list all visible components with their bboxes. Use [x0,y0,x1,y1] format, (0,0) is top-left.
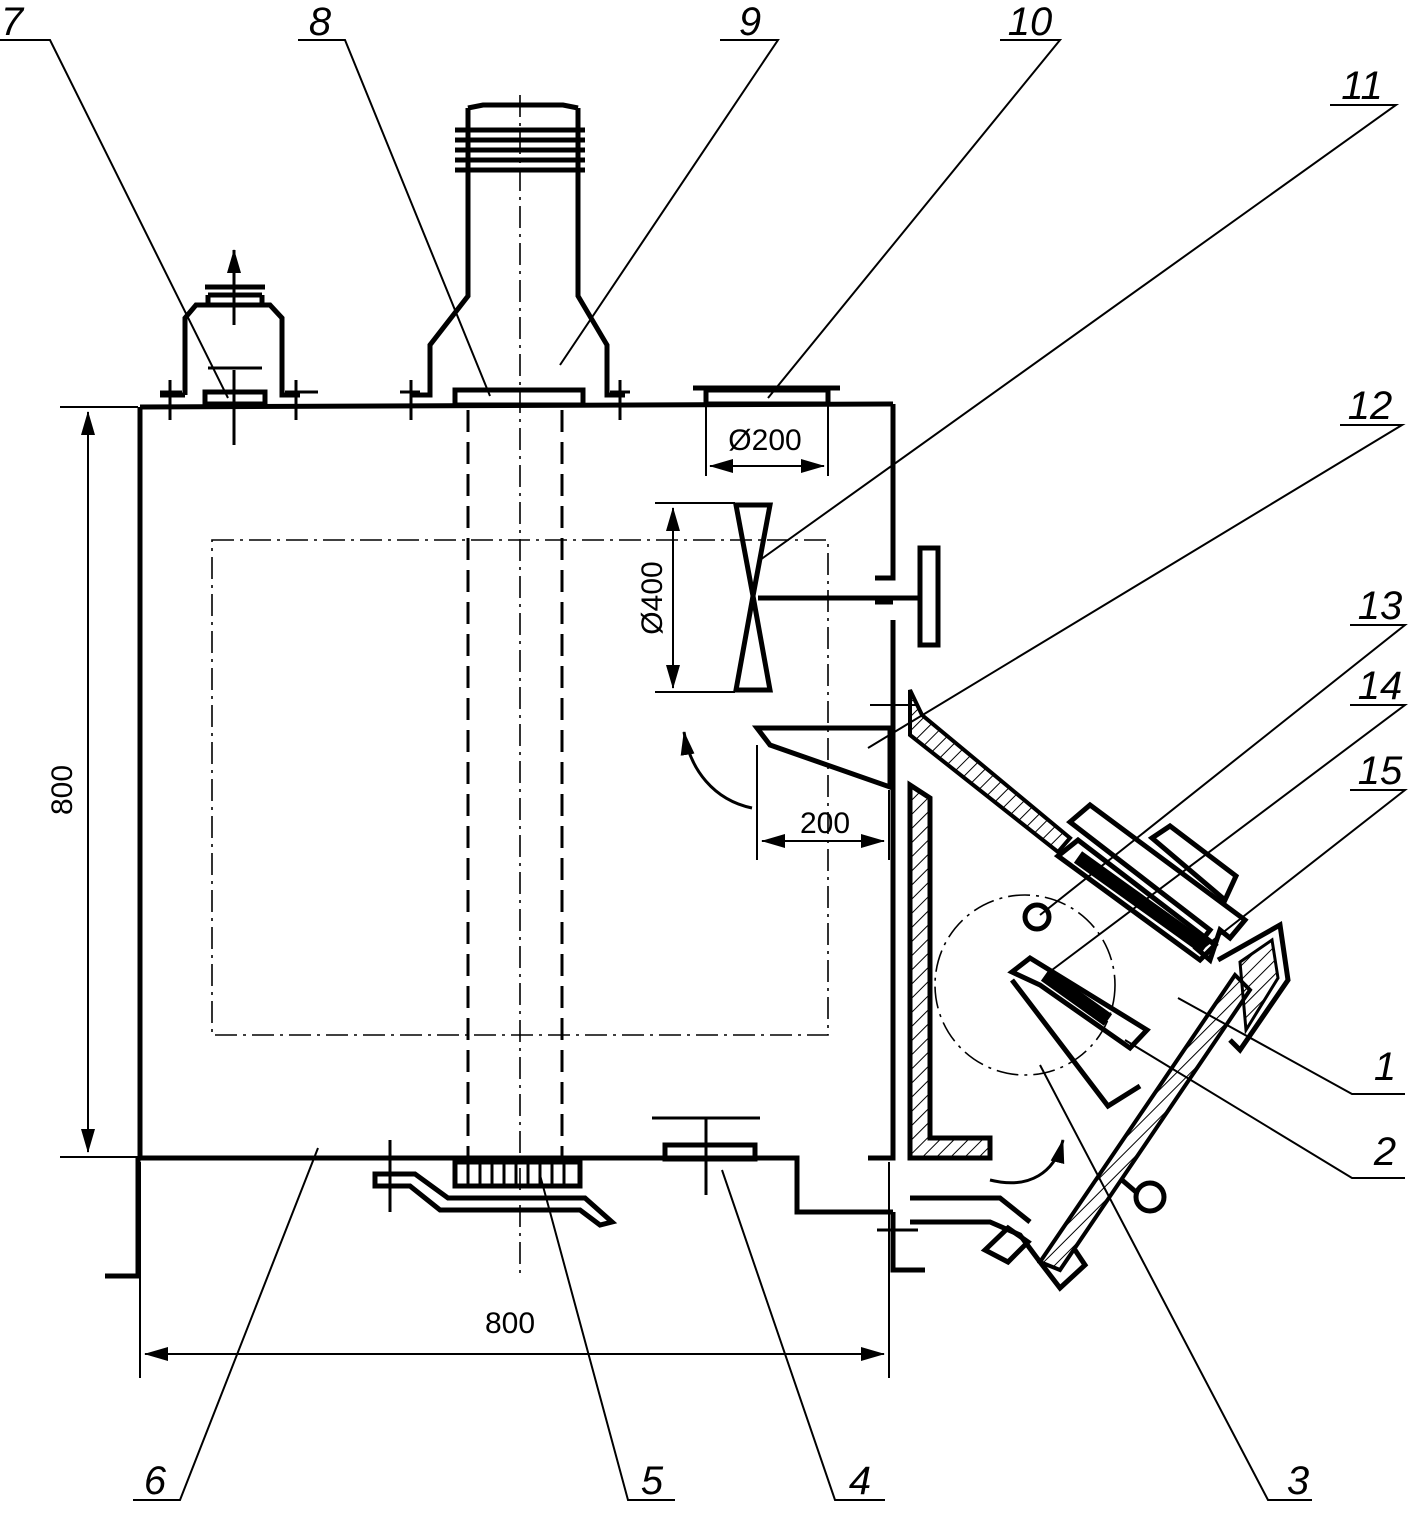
air-deflector [680,725,893,860]
leader-lines [0,39,1408,1501]
callout-2: 2 [1373,1130,1396,1174]
callout-14: 14 [1358,664,1403,708]
deflector-width-label: 200 [800,807,850,840]
fan-diameter-label: Ø400 [636,561,669,634]
bottom-fittings [372,1116,918,1232]
callout-10: 10 [1008,0,1053,44]
callout-1: 1 [1374,1045,1396,1089]
callout-7: 7 [1,0,25,44]
damper-plate [452,387,586,408]
height-dimension-label: 800 [46,765,79,815]
callout-13: 13 [1358,584,1403,628]
callout-9: 9 [739,0,761,44]
callout-6: 6 [144,1459,167,1503]
drain-fitting [662,1142,758,1162]
overall-dimensions [60,406,890,1378]
fan-impeller [655,502,941,693]
callout-4: 4 [849,1459,871,1503]
callout-5: 5 [641,1459,664,1503]
insulated-panel [907,780,993,1161]
exhaust-nozzle [400,102,630,420]
width-dimension-label: 800 [485,1307,535,1340]
sloped-housing [908,689,1291,1292]
outlet-port [693,385,840,476]
exhaust-valve [160,249,318,445]
callout-8: 8 [309,0,332,44]
outlet-diameter-label: Ø200 [728,424,801,457]
callout-11: 11 [1341,64,1383,108]
callout-15: 15 [1358,749,1403,793]
callout-12: 12 [1348,384,1393,428]
shaft-hidden-lines [466,95,564,1275]
callout-3: 3 [1287,1459,1309,1503]
